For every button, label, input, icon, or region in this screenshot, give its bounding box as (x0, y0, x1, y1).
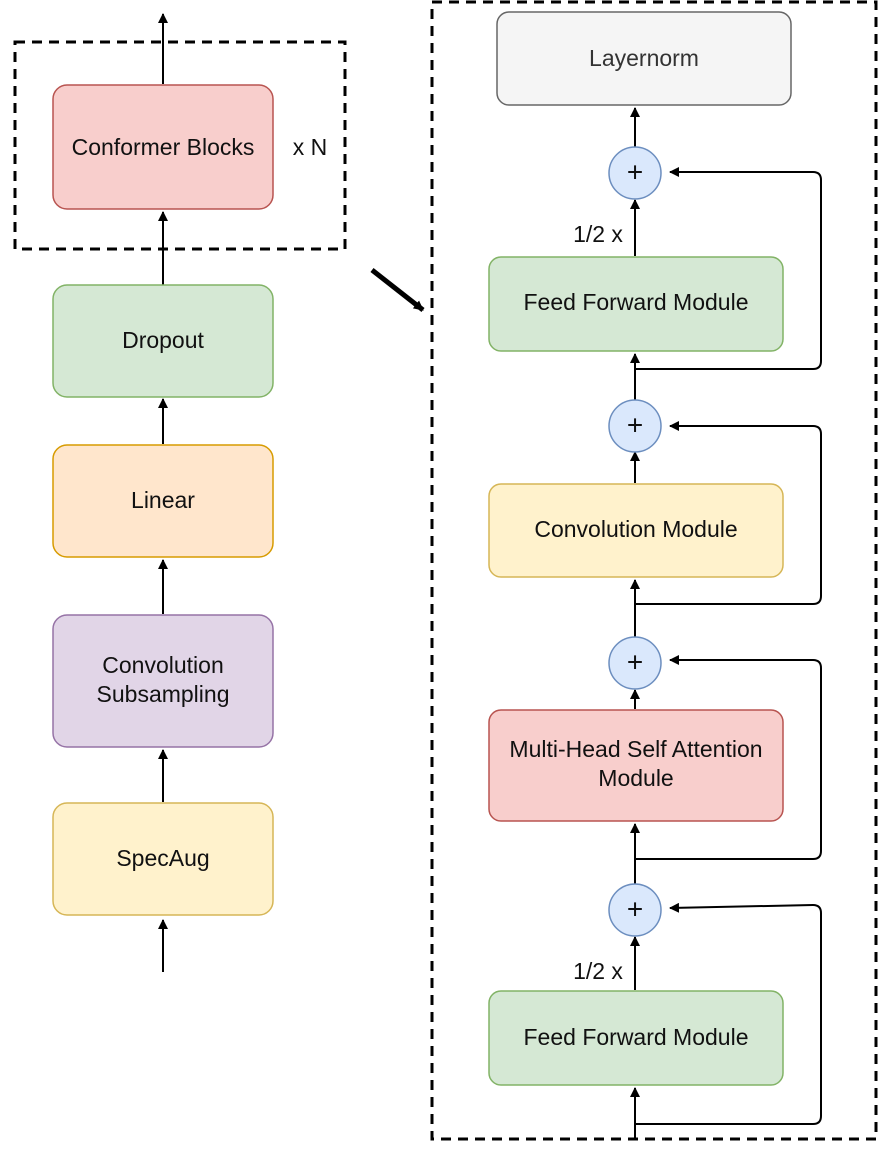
convolution-subsampling-label-line2: Subsampling (97, 681, 230, 707)
layernorm-label: Layernorm (589, 45, 699, 71)
feed-forward-bottom-label: Feed Forward Module (524, 1024, 749, 1050)
convolution-module-box (488, 483, 784, 578)
dropout-label: Dropout (122, 327, 204, 353)
add-node-1 (608, 883, 662, 937)
convolution-subsampling-box (52, 614, 274, 748)
residual-path-4 (635, 167, 822, 370)
half-scale-top-label: 1/2 x (573, 221, 623, 247)
specaug-box (52, 802, 274, 916)
residual-path-1 (635, 902, 822, 1125)
repeat-n-label: x N (293, 134, 328, 160)
add-node-3 (608, 399, 662, 453)
feed-forward-bottom-box (488, 990, 784, 1086)
add-node-2 (608, 636, 662, 690)
conformer-blocks-frame (13, 40, 347, 251)
mhsa-module-box (488, 709, 784, 822)
dropout-box (52, 284, 274, 398)
feed-forward-top-box (488, 256, 784, 352)
conformer-blocks-box (52, 84, 274, 210)
residual-path-2 (635, 655, 822, 860)
linear-label: Linear (131, 487, 195, 513)
convolution-module-label: Convolution Module (534, 516, 737, 542)
half-scale-bottom-label: 1/2 x (573, 958, 623, 984)
expand-arrow (370, 268, 425, 312)
feed-forward-top-label: Feed Forward Module (524, 289, 749, 315)
linear-box (52, 444, 274, 558)
layernorm-box (496, 11, 792, 106)
add-node-1-symbol: + (627, 893, 643, 924)
add-node-4-symbol: + (627, 156, 643, 187)
add-node-3-symbol: + (627, 409, 643, 440)
conformer-block-frame (430, 0, 878, 1141)
mhsa-module-label: Multi-Head Self Attention (509, 736, 762, 762)
add-node-2-symbol: + (627, 646, 643, 677)
mhsa-module-label-line2: Module (598, 765, 673, 791)
conformer-blocks-label: Conformer Blocks (72, 134, 255, 160)
residual-path-3 (635, 421, 822, 605)
convolution-subsampling-label: Convolution (102, 652, 223, 678)
specaug-label: SpecAug (116, 845, 209, 871)
add-node-4 (608, 146, 662, 200)
